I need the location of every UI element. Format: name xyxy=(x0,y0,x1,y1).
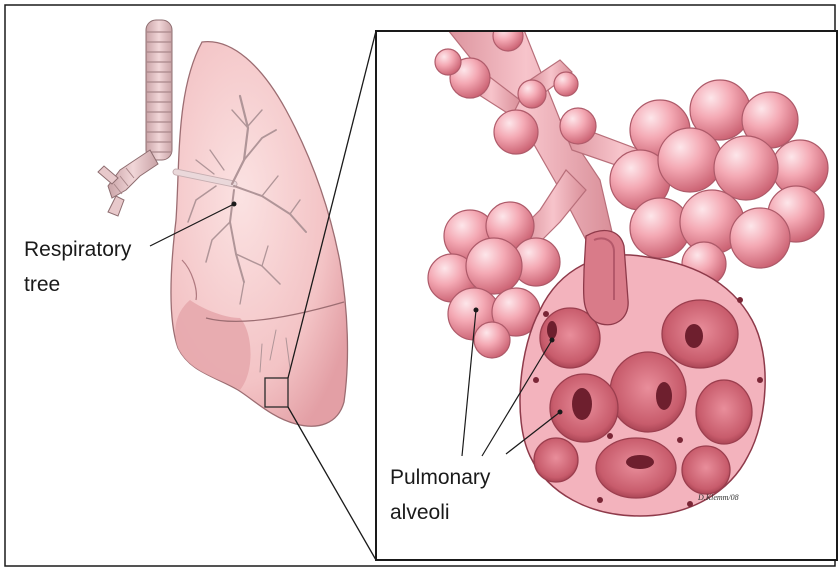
respiratory-label-line2: tree xyxy=(24,273,60,296)
alveoli-label-line2: alveoli xyxy=(390,501,450,524)
artist-signature: D.Klemm/08 xyxy=(697,493,739,502)
respiratory-label-line1: Respiratory xyxy=(24,238,132,261)
trachea xyxy=(98,20,172,216)
lung-illustration xyxy=(98,20,347,426)
zoom-line-bottom xyxy=(288,407,376,560)
alveoli-label-line1: Pulmonary xyxy=(390,466,491,489)
